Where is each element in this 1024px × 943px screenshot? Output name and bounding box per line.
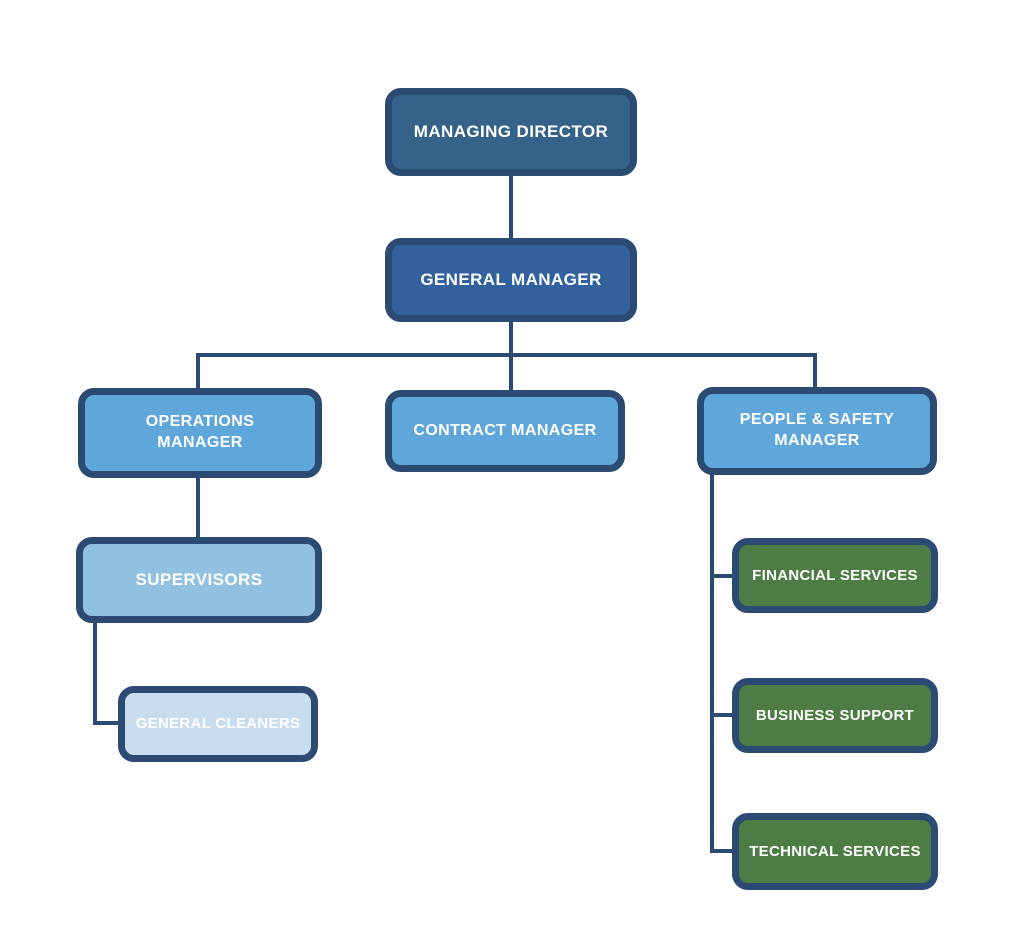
node-technical-services: TECHNICAL SERVICES — [732, 813, 938, 890]
node-business-support: BUSINESS SUPPORT — [732, 678, 938, 753]
node-contract-manager: CONTRACT MANAGER — [385, 390, 625, 472]
node-supervisors-label: SUPERVISORS — [135, 569, 263, 589]
connector-stub-business — [710, 713, 732, 717]
connector-rail-to-people — [813, 353, 817, 389]
connector-rail-to-operations — [196, 353, 200, 390]
node-people-safety-manager-label: PEOPLE & SAFETY MANAGER — [739, 411, 895, 449]
node-general-manager-label: GENERAL MANAGER — [420, 269, 602, 289]
node-financial-services-label: FINANCIAL SERVICES — [752, 566, 918, 584]
node-managing-director: MANAGING DIRECTOR — [385, 88, 637, 176]
connector-stub-financial — [710, 574, 732, 578]
node-operations-manager-label: OPERATIONS MANAGER — [145, 413, 255, 451]
connector-rail-to-contract — [509, 353, 513, 392]
node-contract-manager-label: CONTRACT MANAGER — [413, 421, 597, 439]
node-financial-services: FINANCIAL SERVICES — [732, 538, 938, 613]
connector-people-drop — [710, 474, 714, 853]
connector-operations-to-supervisors — [196, 476, 200, 539]
node-technical-services-label: TECHNICAL SERVICES — [749, 842, 921, 860]
connector-md-to-gm — [509, 176, 513, 240]
node-general-cleaners-label: GENERAL CLEANERS — [135, 715, 301, 733]
connector-gm-to-rail — [509, 320, 513, 355]
connector-stub-cleaners — [93, 721, 118, 725]
node-people-safety-manager: PEOPLE & SAFETY MANAGER — [697, 387, 937, 475]
connector-rail-horizontal — [196, 353, 817, 357]
node-business-support-label: BUSINESS SUPPORT — [755, 706, 915, 724]
node-operations-manager: OPERATIONS MANAGER — [78, 388, 322, 478]
node-general-manager: GENERAL MANAGER — [385, 238, 637, 322]
connector-stub-technical — [710, 849, 732, 853]
node-supervisors: SUPERVISORS — [76, 537, 322, 623]
node-general-cleaners: GENERAL CLEANERS — [118, 686, 318, 762]
node-managing-director-label: MANAGING DIRECTOR — [413, 121, 609, 141]
connector-supervisors-drop — [93, 621, 97, 725]
